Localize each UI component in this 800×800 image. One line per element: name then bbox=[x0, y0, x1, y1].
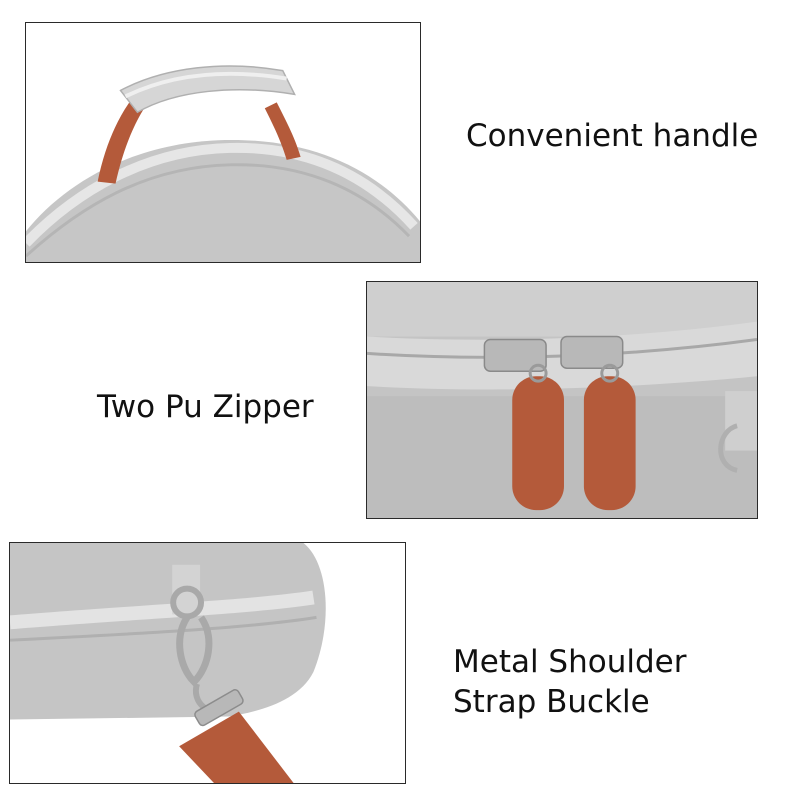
zipper-slider-left bbox=[483, 338, 547, 372]
caption-buckle-line-1: Metal Shoulder bbox=[453, 644, 687, 680]
zipper-teeth bbox=[367, 338, 757, 359]
upper-fabric bbox=[367, 282, 757, 337]
zipper-illustration bbox=[367, 282, 757, 518]
metal-clasp bbox=[176, 615, 213, 687]
caption-zipper: Two Pu Zipper bbox=[97, 387, 314, 427]
handle-photo bbox=[25, 22, 421, 263]
handle-strap-right bbox=[264, 102, 301, 160]
zipper-slider-right bbox=[560, 335, 624, 370]
zipper-photo bbox=[366, 281, 758, 519]
caption-buckle-line-2: Strap Buckle bbox=[453, 684, 650, 720]
handle-illustration bbox=[26, 23, 420, 262]
buckle-photo bbox=[9, 542, 406, 784]
shoulder-strap bbox=[179, 711, 294, 783]
caption-handle-line: Convenient handle bbox=[466, 118, 759, 154]
handle-grip bbox=[119, 65, 296, 114]
caption-handle: Convenient handle bbox=[466, 116, 758, 156]
zipper-pull-left bbox=[512, 376, 564, 511]
metal-ring bbox=[170, 585, 205, 620]
side-ring bbox=[718, 423, 739, 473]
handle-strap-left bbox=[97, 94, 150, 184]
caption-buckle: Metal Shoulder Strap Buckle bbox=[453, 642, 686, 722]
buckle-illustration bbox=[10, 543, 405, 783]
zipper-pull-right bbox=[583, 376, 636, 511]
case-rim bbox=[26, 142, 418, 247]
caption-zipper-line: Two Pu Zipper bbox=[97, 389, 314, 425]
